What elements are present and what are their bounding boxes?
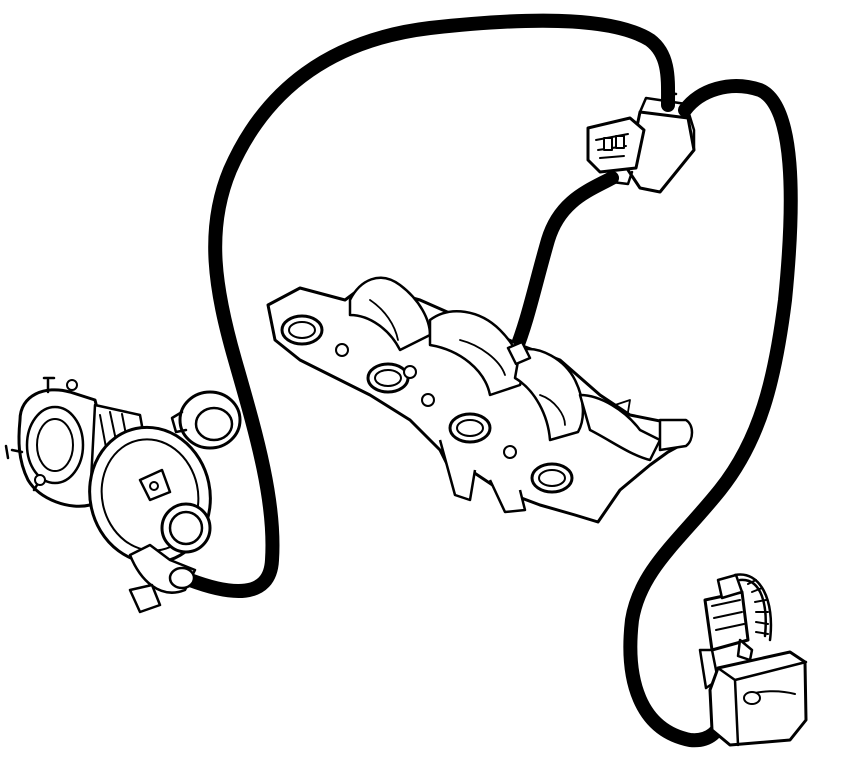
intake-manifold-icon[interactable] xyxy=(266,276,694,524)
turbocharger-icon[interactable] xyxy=(4,376,242,614)
pressure-actuator-icon[interactable] xyxy=(698,573,808,747)
hose-turbo-to-valve xyxy=(183,13,676,599)
solenoid-valve-icon[interactable] xyxy=(586,90,696,194)
hose-valve-to-manifold xyxy=(508,171,619,359)
hose-valve-to-actuator xyxy=(623,79,798,748)
